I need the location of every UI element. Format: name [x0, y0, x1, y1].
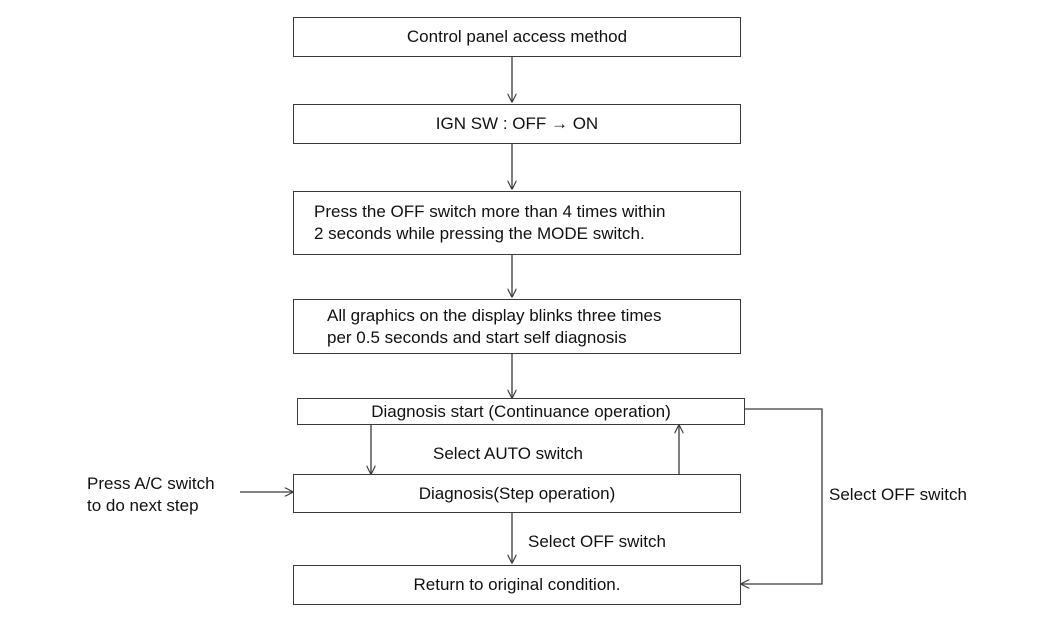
box-press-off-switch-text: Press the OFF switch more than 4 times w…	[314, 202, 666, 243]
box-return-original: Return to original condition.	[293, 565, 741, 605]
box-press-off-switch: Press the OFF switch more than 4 times w…	[293, 191, 741, 255]
box-diagnosis-start-text: Diagnosis start (Continuance operation)	[371, 401, 671, 421]
box-diagnosis-step-text: Diagnosis(Step operation)	[418, 483, 616, 503]
box-diagnosis-step: Diagnosis(Step operation)	[293, 474, 741, 513]
box-graphics-blink: All graphics on the display blinks three…	[293, 299, 741, 354]
box-ign-sw-text: IGN SW : OFF → ON	[435, 114, 599, 133]
box-control-panel-access: Control panel access method	[293, 17, 741, 57]
arrow-diag-start-to-return	[741, 408, 823, 584]
label-select-auto-switch: Select AUTO switch	[433, 444, 583, 463]
box-control-panel-access-text: Control panel access method	[406, 27, 628, 46]
box-diagnosis-start: Diagnosis start (Continuance operation)	[297, 398, 745, 425]
label-press-ac-switch: Press A/C switch to do next step	[87, 474, 215, 515]
box-return-original-text: Return to original condition.	[413, 575, 621, 594]
label-select-off-switch-bottom: Select OFF switch	[528, 532, 666, 551]
label-select-off-switch-right: Select OFF switch	[829, 485, 967, 504]
box-ign-sw: IGN SW : OFF → ON	[293, 104, 741, 144]
box-graphics-blink-text: All graphics on the display blinks three…	[327, 305, 662, 347]
